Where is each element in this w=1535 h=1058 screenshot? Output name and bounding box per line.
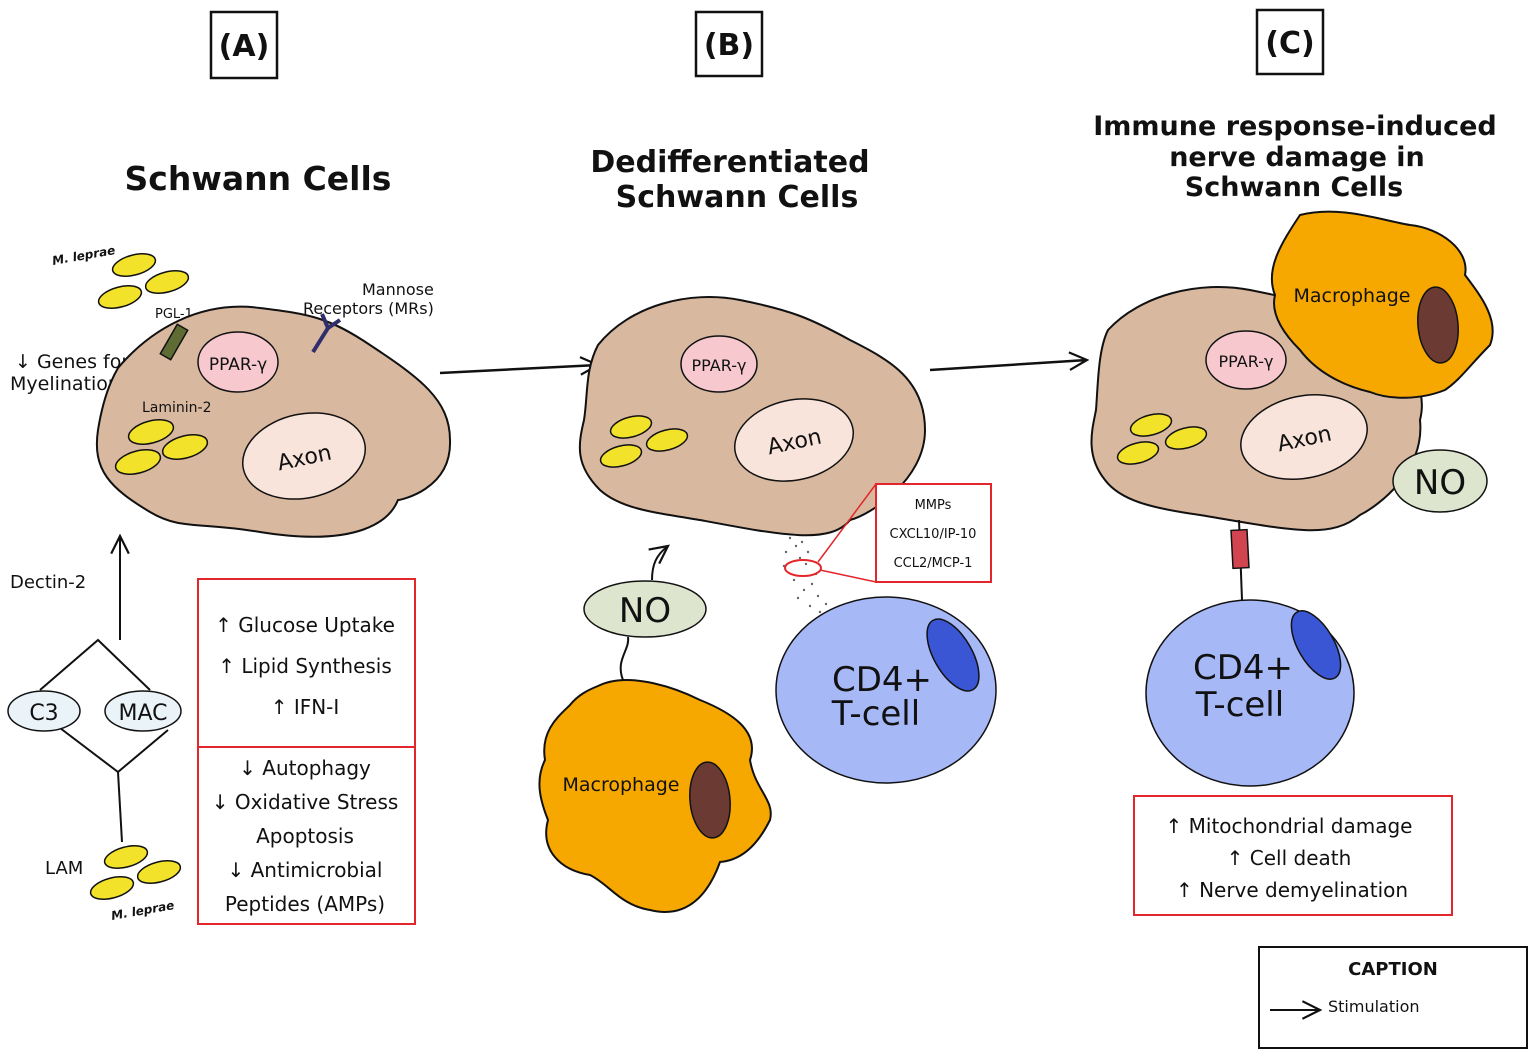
zoom-line bbox=[817, 483, 877, 563]
tcell-label-b-line2: T-cell bbox=[831, 694, 920, 734]
genes-label-line2: Myelination bbox=[10, 373, 120, 395]
no-label-c: NO bbox=[1414, 463, 1466, 503]
bacterium-icon bbox=[1164, 426, 1208, 450]
axon-c bbox=[1240, 393, 1368, 481]
pparg-nucleus-a bbox=[197, 331, 279, 393]
effect-down-item: ↓ Antimicrobial bbox=[228, 858, 383, 882]
pparg-label-b: PPAR-γ bbox=[692, 356, 747, 375]
bacterium-icon bbox=[89, 876, 135, 900]
bacterium-icon bbox=[144, 270, 190, 294]
m-leprae-bottom-label: M. leprae bbox=[110, 898, 175, 923]
svg-text:(C): (C) bbox=[1265, 26, 1314, 61]
caption-title: CAPTION bbox=[1348, 959, 1438, 980]
no-link bbox=[619, 636, 630, 681]
outcome-item: ↑ Nerve demyelination bbox=[1176, 878, 1408, 902]
m-leprae-top-label: M. leprae bbox=[51, 243, 116, 268]
effect-up-item: ↑ IFN-I bbox=[271, 695, 340, 719]
macrophage-label-b: Macrophage bbox=[563, 774, 680, 796]
effects-box bbox=[197, 578, 416, 925]
secreted-factor: MMPs bbox=[915, 498, 952, 513]
effect-up-item: ↑ Glucose Uptake bbox=[215, 613, 395, 637]
caption-box bbox=[1258, 946, 1528, 1049]
bacterium-icon bbox=[1116, 441, 1160, 465]
no-label-b: NO bbox=[619, 591, 671, 631]
t-cell-nucleus-b bbox=[926, 618, 980, 692]
panel-c-title-line3: Schwann Cells bbox=[1185, 172, 1403, 203]
bacterium-icon bbox=[114, 449, 162, 475]
secreted-factor: CCL2/MCP-1 bbox=[894, 556, 973, 571]
outcome-item: ↑ Mitochondrial damage bbox=[1166, 814, 1413, 838]
secreted-factor: CXCL10/IP-10 bbox=[890, 527, 977, 542]
panel-b-title-line2: Schwann Cells bbox=[616, 180, 859, 215]
stimulation-arrow-b-c bbox=[929, 360, 1087, 372]
dectin-label: Dectin-2 bbox=[10, 572, 86, 593]
lam-line bbox=[117, 771, 123, 843]
panel-b-title-line1: Dedifferentiated bbox=[590, 145, 869, 180]
lam-label: LAM bbox=[45, 858, 83, 879]
bacterium-icon bbox=[1129, 413, 1173, 437]
bacterium-icon bbox=[103, 845, 149, 869]
genes-label-line1: ↓ Genes for bbox=[15, 351, 129, 373]
bacterium-icon bbox=[599, 444, 643, 468]
mac-label: MAC bbox=[118, 701, 167, 726]
svg-text:(A): (A) bbox=[219, 29, 270, 64]
zoom-line bbox=[819, 569, 877, 583]
bacterium-icon bbox=[97, 285, 143, 309]
bacterium-icon bbox=[136, 860, 182, 884]
bacterium-icon bbox=[161, 434, 209, 460]
effect-up-item: ↑ Lipid Synthesis bbox=[218, 654, 392, 678]
effect-down-item: ↓ Autophagy bbox=[239, 756, 371, 780]
secreted-factors-box bbox=[875, 483, 992, 583]
mac-oval bbox=[104, 690, 182, 732]
pparg-label-c: PPAR-γ bbox=[1219, 352, 1274, 371]
tcell-label-b-line1: CD4+ bbox=[832, 660, 932, 700]
panel-c-title-line1: Immune response-induced bbox=[1093, 111, 1497, 142]
macrophage-nucleus-b bbox=[689, 761, 731, 839]
effect-down-item: Apoptosis bbox=[256, 824, 354, 848]
bacterium-icon bbox=[645, 428, 689, 452]
svg-text:(B): (B) bbox=[704, 28, 754, 63]
damage-link-receptor bbox=[1230, 528, 1250, 570]
pparg-nucleus-b bbox=[680, 335, 758, 393]
panel-c-label: (C) bbox=[1255, 8, 1325, 76]
macrophage-b bbox=[538, 679, 772, 913]
bacterium-icon bbox=[111, 253, 157, 277]
c3-label: C3 bbox=[29, 701, 58, 726]
mannose-label-line1: Mannose bbox=[362, 280, 434, 299]
mannose-receptor-icon bbox=[311, 313, 342, 354]
effect-down-item: ↓ Oxidative Stress bbox=[212, 790, 399, 814]
no-oval-b bbox=[583, 580, 707, 638]
secretion-zoom-circle bbox=[784, 559, 822, 577]
pparg-nucleus-c bbox=[1205, 330, 1287, 390]
pgl1-receptor-icon bbox=[159, 323, 189, 361]
panel-b-label: (B) bbox=[694, 10, 764, 78]
axon-b bbox=[733, 398, 855, 482]
tcell-label-c-line2: T-cell bbox=[1195, 685, 1284, 725]
panel-a-title: Schwann Cells bbox=[125, 159, 392, 198]
panel-a-label: (A) bbox=[209, 10, 279, 80]
effect-down-item: Peptides (AMPs) bbox=[225, 892, 385, 916]
axon-a bbox=[241, 412, 367, 500]
macrophage-nucleus-c bbox=[1417, 286, 1459, 364]
laminin-label: Laminin-2 bbox=[142, 400, 212, 416]
mannose-label-line2: Receptors (MRs) bbox=[303, 299, 434, 318]
bacterium-icon bbox=[127, 419, 175, 445]
caption-stimulation-label: Stimulation bbox=[1328, 997, 1420, 1016]
outcome-item: ↑ Cell death bbox=[1227, 846, 1352, 870]
pparg-label-a: PPAR-γ bbox=[209, 355, 267, 375]
tcell-label-c-line1: CD4+ bbox=[1193, 648, 1293, 688]
t-cell-nucleus-c bbox=[1290, 610, 1342, 680]
branch-lower bbox=[59, 727, 169, 774]
no-oval-c bbox=[1392, 449, 1488, 513]
no-arrow bbox=[652, 546, 668, 581]
panel-c-title-line2: nerve damage in bbox=[1169, 142, 1425, 173]
outcomes-box bbox=[1133, 795, 1453, 916]
bacterium-icon bbox=[609, 415, 653, 439]
stimulation-arrow-a-b bbox=[439, 365, 598, 373]
c3-oval bbox=[7, 690, 81, 732]
macrophage-label-c: Macrophage bbox=[1294, 285, 1411, 307]
branch-upper bbox=[39, 638, 151, 691]
